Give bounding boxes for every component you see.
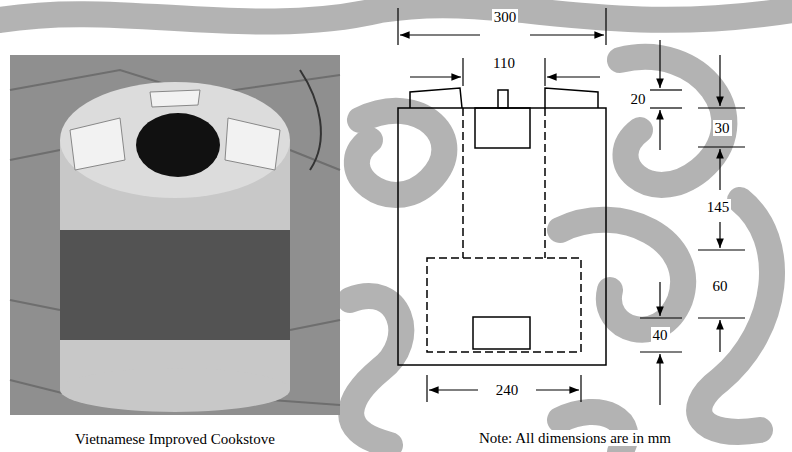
pot-support — [545, 88, 598, 108]
extension-line — [698, 146, 745, 147]
photo-caption: Vietnamese Improved Cookstove — [73, 431, 277, 447]
extension-line — [640, 317, 682, 318]
pot-support — [70, 118, 125, 170]
stove-band — [60, 230, 290, 340]
dimension-arrow — [530, 34, 604, 35]
pot-support — [498, 90, 508, 108]
extension-line — [640, 351, 682, 352]
stove-photo — [10, 55, 340, 415]
extension-line — [544, 58, 545, 86]
dimension-arrow — [719, 222, 720, 248]
dimension-arrow — [659, 282, 660, 316]
firebox — [427, 258, 581, 352]
stove-drawing — [398, 88, 606, 365]
extension-line — [605, 8, 606, 45]
dimension-arrow — [410, 76, 461, 77]
photo-ground — [10, 55, 340, 415]
dimension-arrow — [719, 149, 720, 190]
extension-line — [462, 58, 463, 86]
extension-line — [580, 375, 581, 402]
watermark-swirl — [350, 296, 401, 445]
wire — [300, 70, 321, 170]
extension-line — [650, 89, 682, 90]
extension-line — [650, 107, 682, 108]
combustion-hole — [136, 113, 220, 177]
dimension-label: 20 — [629, 91, 648, 107]
dimension-arrow — [659, 110, 660, 150]
extension-line — [698, 107, 745, 108]
watermark-swirl — [620, 57, 724, 185]
stove-base — [60, 368, 290, 412]
dimension-arrow — [659, 40, 660, 88]
paving-lines — [10, 70, 340, 405]
dimension-arrow — [536, 389, 579, 390]
dimension-label: 240 — [494, 382, 521, 398]
stove-outline — [398, 108, 606, 365]
dimension-label: 300 — [492, 9, 519, 25]
extension-line — [426, 375, 427, 402]
note-text: Note: All dimensions are in mm — [477, 430, 673, 446]
dimension-arrow — [400, 34, 480, 35]
dimension-arrow — [659, 354, 660, 405]
dimension-label: 40 — [651, 327, 670, 343]
watermark-swirl — [560, 220, 683, 330]
dimension-arrow — [547, 76, 600, 77]
extension-line — [397, 8, 398, 45]
dimension-lines — [398, 8, 745, 405]
watermark-swirl — [699, 200, 772, 432]
extension-line — [698, 249, 745, 250]
extension-line — [698, 317, 745, 318]
dimension-label: 30 — [713, 120, 732, 136]
dimension-arrow — [719, 320, 720, 352]
pot-support — [225, 118, 280, 170]
chamber-wall — [544, 108, 546, 258]
watermark — [0, 5, 792, 452]
dimension-arrow — [429, 389, 478, 390]
stove-top — [60, 82, 290, 198]
dimension-arrow — [719, 55, 720, 106]
watermark-swirl — [0, 5, 792, 21]
watermark-swirl — [357, 111, 445, 195]
dimension-label: 145 — [705, 199, 732, 215]
dimension-label: 60 — [711, 278, 730, 294]
fuel-door — [473, 317, 530, 349]
dimension-label: 110 — [491, 55, 517, 71]
chamber-wall — [462, 108, 464, 258]
pot-support — [410, 88, 462, 108]
pot-seat — [475, 108, 530, 148]
pot-support — [150, 90, 200, 107]
